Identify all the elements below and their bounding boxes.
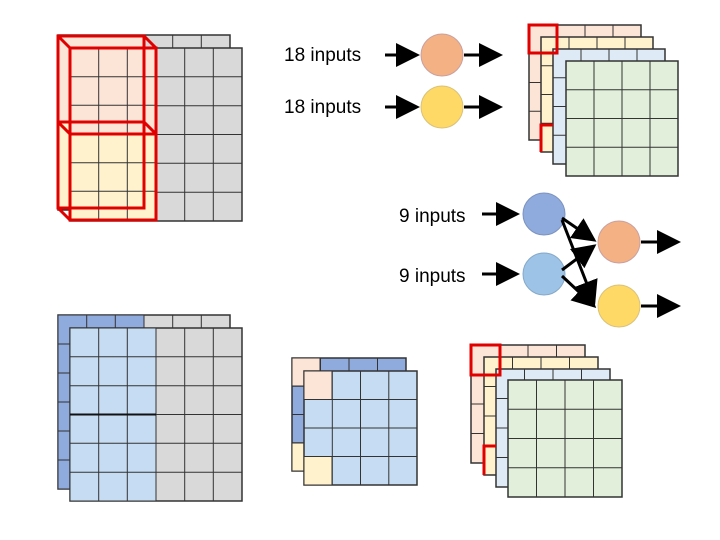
neuron-orange	[420, 33, 464, 77]
depthwise-output	[291, 357, 418, 486]
depthwise-output-front	[303, 370, 418, 486]
input-volume-bottom	[57, 314, 243, 502]
label-18-inputs-second: 18 inputs	[284, 97, 361, 118]
neuron-yellow	[420, 85, 464, 129]
neuron-orange-pointwise	[597, 220, 641, 264]
neuron-blue-dark	[522, 192, 566, 236]
cross-connections	[560, 216, 598, 309]
label-18-inputs-first: 18 inputs	[284, 45, 361, 66]
input-volume-bottom-front-layer	[69, 327, 243, 502]
output-stack-top	[527, 23, 679, 177]
receptive-field-cream	[69, 133, 157, 221]
label-9-inputs-first: 9 inputs	[399, 206, 466, 227]
depthwise-cell-peach	[303, 370, 333, 400]
depthwise-cell-cream	[303, 456, 333, 486]
output-layer-green	[565, 60, 679, 177]
output-red-markers	[527, 23, 559, 152]
neuron-yellow-pointwise	[597, 284, 641, 328]
input-volume-top	[56, 34, 243, 222]
output-stack-bottom	[469, 343, 623, 498]
label-9-inputs-second: 9 inputs	[399, 266, 466, 287]
neuron-blue-light	[522, 252, 566, 296]
red-highlight-cubes	[56, 34, 158, 222]
output-bottom-layer-green	[507, 379, 623, 498]
output-bottom-red-markers	[469, 343, 502, 475]
